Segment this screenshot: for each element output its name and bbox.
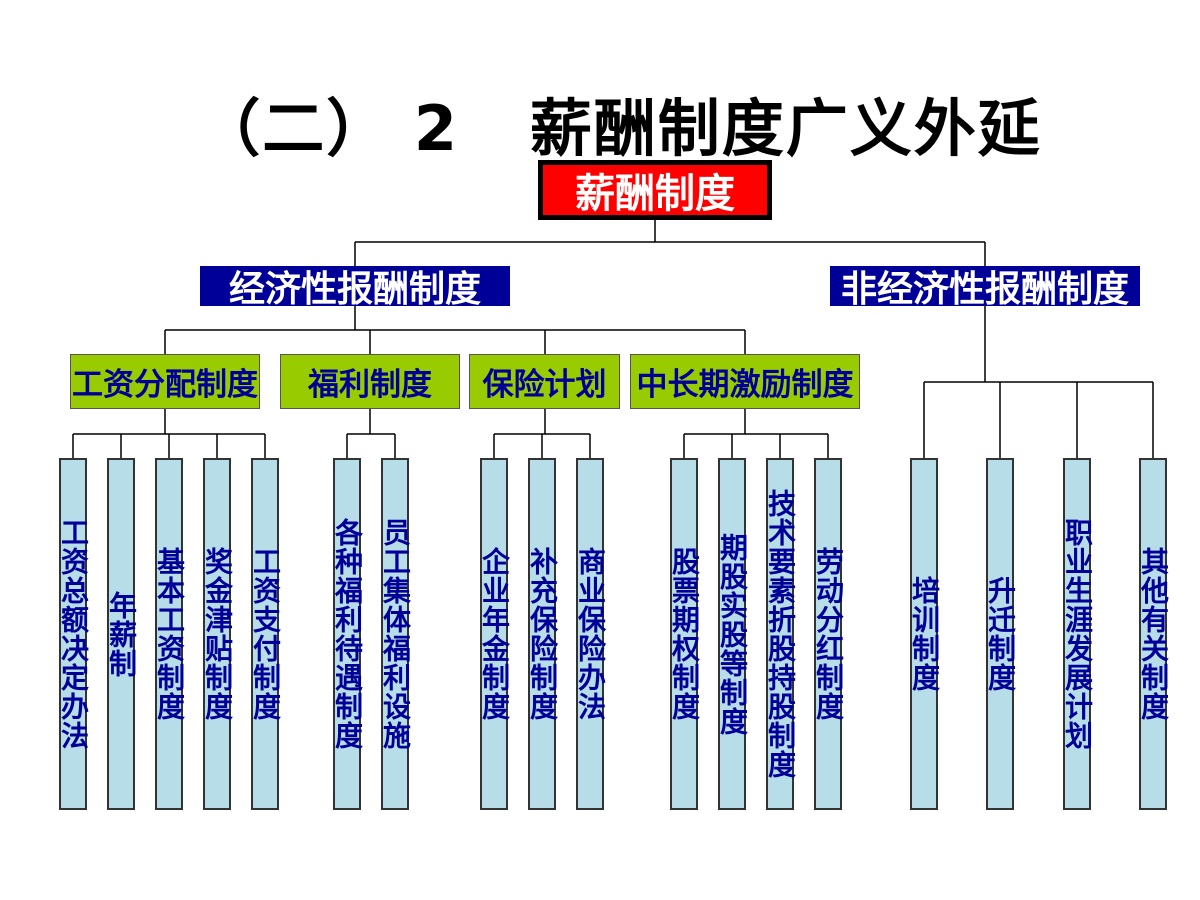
leaf-node: 其他有关制度	[1137, 458, 1170, 810]
leaf-node: 补充保险制度	[526, 458, 559, 810]
group-welfare: 福利制度	[280, 354, 460, 409]
leaf-node: 劳动分红制度	[812, 458, 845, 810]
leaf-node: 基本工资制度	[153, 458, 186, 810]
leaf-node: 工资总额决定办法	[57, 458, 90, 810]
leaf-node: 各种福利待遇制度	[331, 458, 364, 810]
category-economic: 经济性报酬制度	[200, 266, 510, 306]
leaf-node: 工资支付制度	[249, 458, 282, 810]
leaf-node: 期股实股等制度	[716, 458, 749, 810]
leaf-node: 升迁制度	[984, 458, 1017, 810]
leaf-node: 奖金津贴制度	[201, 458, 234, 810]
leaf-node: 职业生涯发展计划	[1061, 458, 1094, 810]
leaf-node: 商业保险办法	[574, 458, 607, 810]
leaf-node: 培训制度	[908, 458, 941, 810]
leaf-node: 员工集体福利设施	[379, 458, 412, 810]
leaf-node: 企业年金制度	[478, 458, 511, 810]
group-long-term-incentive: 中长期激励制度	[630, 354, 860, 409]
group-wage-distribution: 工资分配制度	[70, 354, 260, 409]
leaf-node: 年薪制	[105, 458, 138, 810]
root-node-salary-system: 薪酬制度	[538, 160, 772, 220]
leaf-node: 股票期权制度	[668, 458, 701, 810]
page-title: （二） 2 薪酬制度广义外延	[198, 92, 1042, 165]
category-non-economic: 非经济性报酬制度	[830, 266, 1140, 306]
leaf-node: 技术要素折股持股制度	[764, 458, 797, 810]
group-insurance: 保险计划	[469, 354, 620, 409]
